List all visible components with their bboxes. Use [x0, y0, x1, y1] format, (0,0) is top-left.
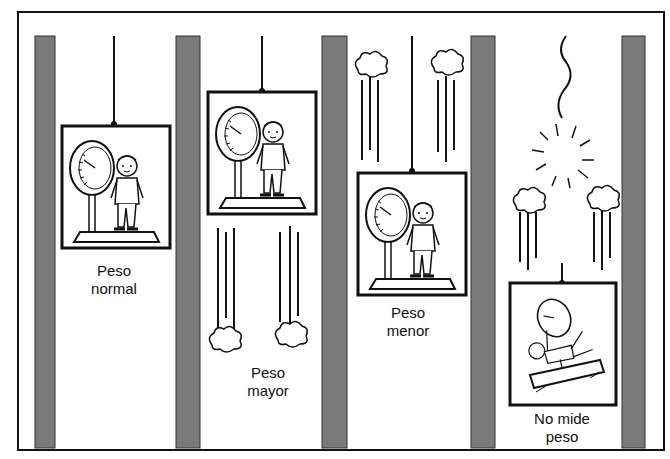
elevator-falling [510, 283, 616, 405]
elevator-rising [208, 92, 316, 214]
speed-lines-falling [520, 208, 610, 270]
cables [111, 36, 571, 286]
speed-line [445, 76, 447, 162]
speed-line [369, 76, 371, 150]
speed-line [361, 80, 363, 160]
burst-line [540, 132, 548, 140]
shaft-pillar [35, 36, 55, 448]
snap-burst [532, 124, 594, 188]
burst-line [568, 178, 570, 188]
dust-cloud [209, 326, 241, 352]
elevator-cable [113, 36, 115, 125]
weight-label: Peso menor [376, 304, 440, 340]
speed-line [453, 80, 455, 150]
speed-line [225, 232, 227, 318]
speed-line [601, 208, 603, 270]
burst-line [556, 124, 558, 136]
elevator-cable [261, 36, 263, 92]
burst-line [536, 164, 546, 170]
speed-line [609, 212, 611, 258]
broken-cable [558, 36, 570, 118]
shaft-pillar [471, 36, 495, 448]
dial-needle [543, 312, 554, 322]
speed-line [437, 80, 439, 152]
speed-line [593, 212, 595, 262]
speed-line [217, 228, 219, 330]
child-head [526, 340, 547, 361]
scale-platform [530, 360, 604, 388]
burst-line [580, 140, 590, 146]
dust-cloud [431, 49, 463, 75]
speed-lines-descending [362, 76, 454, 162]
weight-label: Peso mayor [232, 364, 304, 400]
elevator-normal [62, 126, 170, 248]
weight-label: No mide peso [522, 410, 602, 446]
weight-label: Peso normal [78, 262, 150, 298]
speed-line [297, 232, 299, 316]
burst-line [532, 150, 544, 152]
scale-dial [532, 294, 577, 342]
burst-line [578, 170, 588, 178]
elevator-car [510, 283, 616, 405]
frame-border [18, 12, 664, 450]
speed-line [233, 228, 235, 334]
shaft-pillar [322, 36, 347, 448]
speed-line [377, 80, 379, 162]
speed-line [527, 208, 529, 270]
burst-line [552, 176, 556, 186]
burst-line [582, 159, 594, 161]
speed-lines-rising [218, 226, 298, 334]
dust-cloud [587, 185, 619, 211]
shaft-pillars [35, 36, 645, 448]
shaft-pillar [622, 36, 645, 448]
shaft-pillar [176, 36, 200, 448]
speed-line [279, 232, 281, 322]
dust-cloud [275, 321, 307, 347]
child-body [543, 340, 577, 369]
elevator-descending [358, 173, 466, 295]
burst-line [572, 126, 576, 138]
speed-line [519, 212, 521, 262]
speed-line [535, 212, 537, 258]
elevator-cable [411, 36, 413, 172]
dust-cloud [513, 187, 545, 213]
dust-cloud [355, 51, 387, 77]
motion-marks [536, 372, 600, 392]
speed-line [289, 226, 291, 330]
